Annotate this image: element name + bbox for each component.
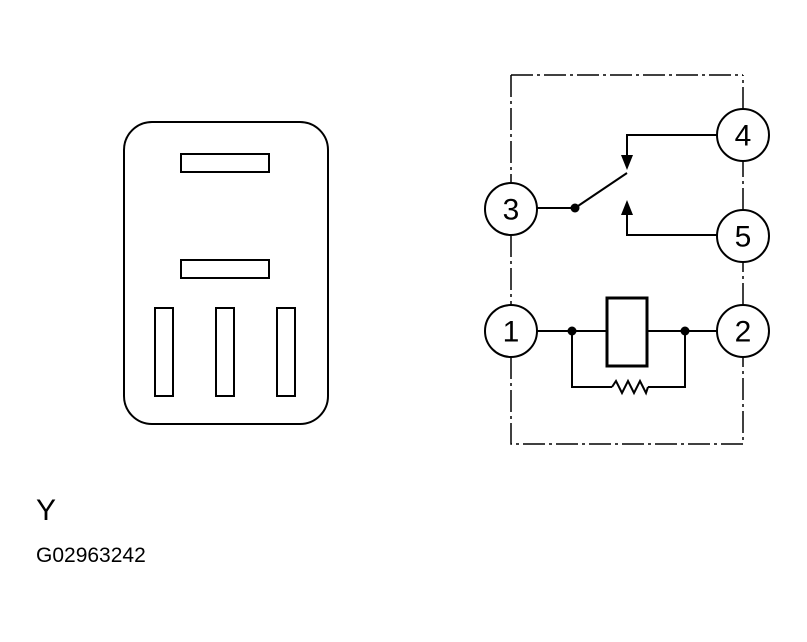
pin-4-label: 4: [735, 120, 752, 153]
pin-5-label: 5: [735, 221, 752, 254]
contact-arrow-up: [621, 200, 633, 215]
housing-boundary: [510, 74, 744, 445]
pin-2: 2: [716, 304, 770, 358]
pin-2-label: 2: [735, 316, 752, 349]
pin-3: 3: [484, 182, 538, 236]
view-label: Y: [36, 494, 57, 527]
terminal-slot-top: [180, 153, 270, 173]
switch-arm: [574, 172, 628, 209]
pin-1-label: 1: [503, 316, 520, 349]
pin-4: 4: [716, 108, 770, 162]
relay-body-outline: [123, 121, 329, 425]
figure-code: G02963242: [36, 544, 146, 567]
relay-coil: [605, 296, 649, 368]
contact-arrow-down: [621, 155, 633, 170]
terminal-slot-right: [276, 307, 296, 397]
pin-1: 1: [484, 304, 538, 358]
terminal-slot-center: [215, 307, 235, 397]
relay-connector-view: [123, 121, 329, 425]
pin-5: 5: [716, 209, 770, 263]
switch-circuit: [537, 134, 717, 236]
terminal-slot-middle: [180, 259, 270, 279]
pin-3-label: 3: [503, 194, 520, 227]
terminal-slot-left: [154, 307, 174, 397]
coil-circuit: [537, 296, 717, 396]
resistor-zigzag: [611, 378, 649, 396]
relay-schematic: 3 4 5 1 2: [484, 74, 770, 445]
